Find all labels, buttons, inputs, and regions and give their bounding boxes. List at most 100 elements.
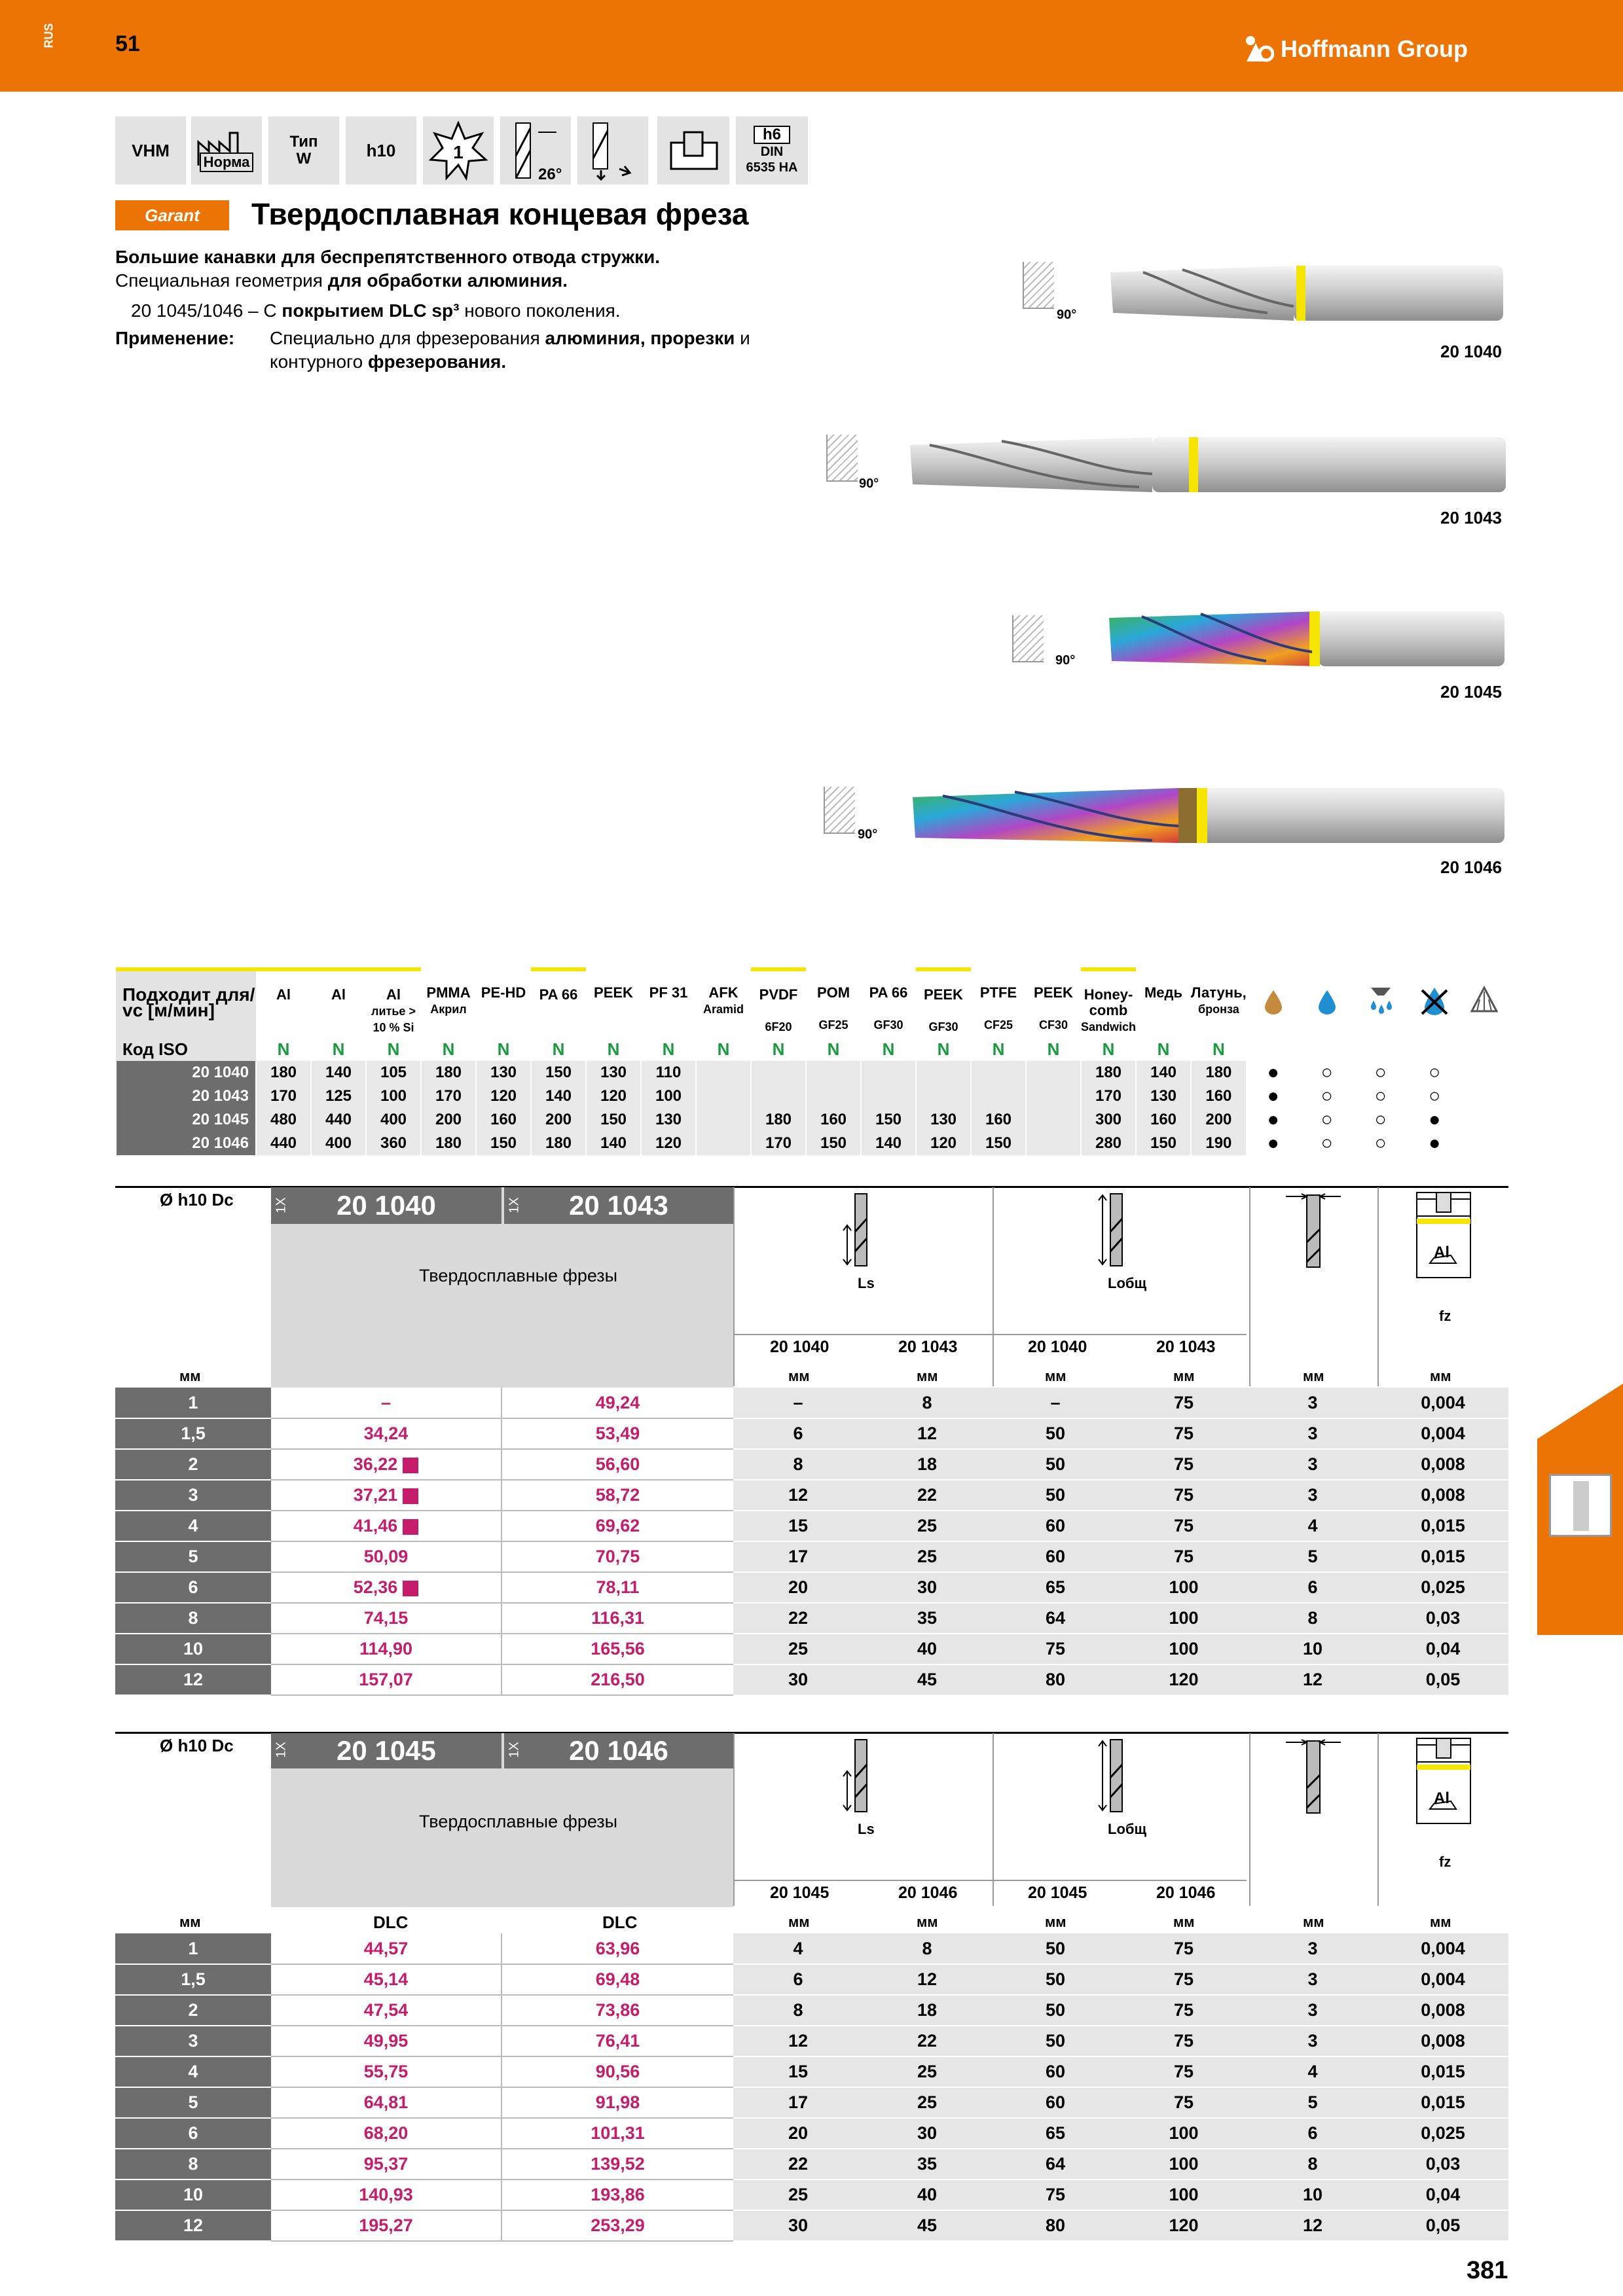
price-cell[interactable]: 52,36 bbox=[271, 1572, 501, 1604]
price-cell[interactable]: 165,56 bbox=[501, 1634, 733, 1665]
price-cell[interactable]: 47,54 bbox=[271, 1995, 501, 2026]
price-cell[interactable]: 69,48 bbox=[501, 1964, 733, 1996]
diameter-cell: 5 bbox=[115, 2087, 271, 2119]
cutting-speed-cell: 105 bbox=[365, 1061, 421, 1085]
price-cell[interactable]: 140,93 bbox=[271, 2179, 501, 2211]
cutting-speed-cell bbox=[805, 1085, 861, 1108]
overall-length-cell: 50 bbox=[991, 1418, 1120, 1450]
price-cell[interactable]: 101,31 bbox=[501, 2118, 733, 2149]
price-b: 193,86 bbox=[591, 2185, 645, 2204]
feed-cell: 0,03 bbox=[1377, 1603, 1508, 1634]
price-b: 76,41 bbox=[595, 2031, 640, 2051]
price-cell[interactable]: 68,20 bbox=[271, 2118, 501, 2149]
price-cell[interactable]: 49,95 bbox=[271, 2026, 501, 2057]
flute-length-cell: 30 bbox=[733, 2210, 863, 2242]
material-sub: Aramid bbox=[702, 1003, 744, 1016]
overall-length-cell: 75 bbox=[1120, 1541, 1248, 1573]
iso-cell: N bbox=[387, 1039, 400, 1059]
price-cell[interactable]: 116,31 bbox=[501, 1603, 733, 1634]
price-cell[interactable]: 58,72 bbox=[501, 1480, 733, 1511]
flute-length-cell: 25 bbox=[863, 2087, 991, 2119]
price-b: 56,60 bbox=[595, 1454, 640, 1474]
unit-label: мм bbox=[917, 1914, 938, 1930]
price-b: 63,96 bbox=[595, 1938, 640, 1958]
article-code-a: 20 1045 bbox=[337, 1735, 436, 1766]
price-cell[interactable]: 55,75 bbox=[271, 2056, 501, 2088]
shank-diameter-cell: 10 bbox=[1248, 1634, 1377, 1665]
cutting-speed-cell: 200 bbox=[1190, 1108, 1247, 1132]
price-cell[interactable]: 95,37 bbox=[271, 2149, 501, 2180]
diameter-cell: 1 bbox=[115, 1933, 271, 1965]
price-cell[interactable]: 69,62 bbox=[501, 1511, 733, 1542]
helix-angle-icon: 26° bbox=[515, 122, 562, 182]
price-b: 101,31 bbox=[591, 2123, 645, 2143]
price-cell[interactable]: 63,96 bbox=[501, 1933, 733, 1965]
price-cell[interactable]: 195,27 bbox=[271, 2210, 501, 2242]
cutting-speed-cell bbox=[750, 1085, 806, 1108]
flute-length-cell: 22 bbox=[733, 2149, 863, 2180]
price-cell[interactable]: 73,86 bbox=[501, 1995, 733, 2026]
price-cell[interactable]: 70,75 bbox=[501, 1541, 733, 1573]
material-name: PA 66 bbox=[539, 986, 578, 1003]
coolant-cell: ○ bbox=[1299, 1085, 1354, 1108]
shank-diameter-cell: 8 bbox=[1248, 2149, 1377, 2180]
price-cell[interactable]: 36,22 bbox=[271, 1449, 501, 1480]
price-cell[interactable]: 53,49 bbox=[501, 1418, 733, 1450]
feed-cell: 0,008 bbox=[1377, 2026, 1508, 2057]
cutting-speed-cell: 120 bbox=[585, 1085, 641, 1108]
price-cell[interactable]: 157,07 bbox=[271, 1664, 501, 1696]
angle-diagram bbox=[1012, 615, 1044, 662]
angle-diagram bbox=[1023, 262, 1054, 309]
price-cell[interactable]: 91,98 bbox=[501, 2087, 733, 2119]
overall-length-cell: 50 bbox=[991, 1964, 1120, 1996]
cutting-speed-cell: 125 bbox=[310, 1085, 366, 1108]
price-cell[interactable]: 74,15 bbox=[271, 1603, 501, 1634]
flute-length-icon bbox=[843, 1193, 868, 1266]
sub-code: 20 1043 bbox=[898, 1338, 958, 1356]
price-cell[interactable]: 56,60 bbox=[501, 1449, 733, 1480]
coolant-column bbox=[1353, 969, 1408, 1037]
diameter-cell: 3 bbox=[115, 1480, 271, 1511]
price-cell[interactable]: 78,11 bbox=[501, 1572, 733, 1604]
shank-diameter-cell: 4 bbox=[1248, 1511, 1377, 1542]
flute-length-cell: 18 bbox=[863, 1995, 991, 2026]
price-cell[interactable]: 37,21 bbox=[271, 1480, 501, 1511]
overall-length-cell: 75 bbox=[1120, 1418, 1248, 1450]
price-cell[interactable]: 76,41 bbox=[501, 2026, 733, 2057]
price-cell[interactable]: 193,86 bbox=[501, 2179, 733, 2211]
cutting-speed-cell: 130 bbox=[1135, 1085, 1192, 1108]
material-name: PA 66 bbox=[869, 984, 908, 1001]
diameter-cell: 4 bbox=[115, 2056, 271, 2088]
price-cell[interactable]: 139,52 bbox=[501, 2149, 733, 2180]
price-cell[interactable]: 253,29 bbox=[501, 2210, 733, 2242]
desc-line2: Специальная геометрия для обработки алюм… bbox=[115, 270, 568, 292]
price-cell[interactable]: – bbox=[271, 1388, 501, 1419]
price-cell[interactable]: 50,09 bbox=[271, 1541, 501, 1573]
iso-cell: N bbox=[607, 1039, 620, 1059]
price-cell[interactable]: 49,24 bbox=[501, 1388, 733, 1419]
price-cell[interactable]: 90,56 bbox=[501, 2056, 733, 2088]
price-cell[interactable]: 41,46 bbox=[271, 1511, 501, 1542]
feed-cell: 0,04 bbox=[1377, 2179, 1508, 2211]
flute-length-cell: 25 bbox=[733, 2179, 863, 2211]
price-cell[interactable]: 45,14 bbox=[271, 1964, 501, 1996]
price-cell[interactable]: 216,50 bbox=[501, 1664, 733, 1696]
price-b: 58,72 bbox=[595, 1485, 640, 1505]
price-cell[interactable]: 64,81 bbox=[271, 2087, 501, 2119]
price-b: 73,86 bbox=[595, 2000, 640, 2020]
price-cell[interactable]: 34,24 bbox=[271, 1418, 501, 1450]
price-a: 68,20 bbox=[363, 2123, 409, 2143]
price-cell[interactable]: 114,90 bbox=[271, 1634, 501, 1665]
divider bbox=[115, 1732, 1508, 1734]
price-cell[interactable]: 44,57 bbox=[271, 1933, 501, 1965]
feed-cell: 0,03 bbox=[1377, 2149, 1508, 2180]
article-code: 20 1043 bbox=[504, 1187, 733, 1224]
material-name: POM bbox=[816, 984, 850, 1001]
material-name: PEEK bbox=[924, 986, 963, 1003]
